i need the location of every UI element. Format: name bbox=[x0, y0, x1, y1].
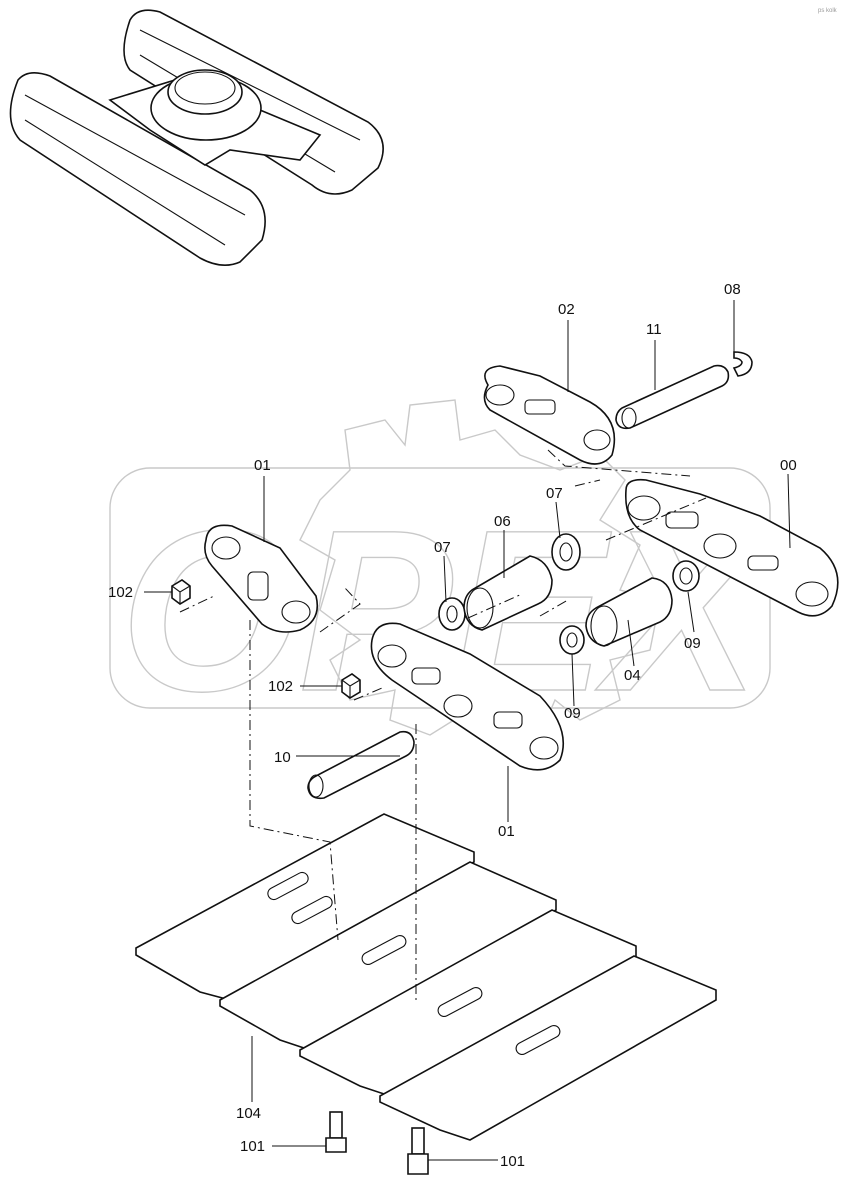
shoe-4 bbox=[379, 955, 717, 1141]
callout-102-mid: 102 bbox=[268, 678, 293, 695]
callout-01-bottom: 01 bbox=[498, 823, 515, 840]
callout-00: 00 bbox=[780, 457, 797, 474]
callout-102-top: 102 bbox=[108, 584, 133, 601]
track-link-assembly bbox=[624, 478, 839, 617]
watermark-gear-outline bbox=[299, 399, 661, 741]
leader-lines bbox=[144, 300, 791, 1161]
callout-101-left: 101 bbox=[240, 1138, 265, 1155]
master-bushing bbox=[463, 555, 553, 631]
assembly-lines bbox=[179, 449, 707, 1000]
callout-07-left: 07 bbox=[434, 539, 451, 556]
callout-09-mid: 09 bbox=[564, 705, 581, 722]
nut-top bbox=[171, 579, 191, 605]
callout-01-top: 01 bbox=[254, 457, 271, 474]
callout-07-right: 07 bbox=[546, 485, 563, 502]
link-center bbox=[370, 622, 564, 771]
link-upper bbox=[204, 524, 319, 633]
spacer-07-right bbox=[551, 533, 581, 571]
spacer-07-left bbox=[438, 597, 466, 631]
snap-ring bbox=[732, 351, 753, 377]
callout-09-right: 09 bbox=[684, 635, 701, 652]
callout-04: 04 bbox=[624, 667, 641, 684]
callout-11: 11 bbox=[646, 321, 662, 338]
callout-10: 10 bbox=[274, 749, 291, 766]
callout-06: 06 bbox=[494, 513, 511, 530]
shoe-slots bbox=[267, 871, 561, 1056]
pin bbox=[307, 730, 415, 800]
corner-mark: ps kolk bbox=[818, 8, 838, 14]
bushing bbox=[585, 577, 673, 647]
front-track-frame bbox=[9, 72, 266, 266]
shoe-bolt-right bbox=[407, 1127, 429, 1175]
callout-labels: 02 08 11 00 01 07 06 07 102 102 09 04 09… bbox=[108, 281, 797, 1170]
nut-mid bbox=[341, 673, 361, 699]
callout-101-right: 101 bbox=[500, 1153, 525, 1170]
callout-104: 104 bbox=[236, 1105, 261, 1122]
track-shoes bbox=[135, 813, 717, 1141]
callout-08: 08 bbox=[724, 281, 741, 298]
seal-09-right bbox=[672, 560, 700, 592]
callout-02: 02 bbox=[558, 301, 575, 318]
swing-bearing-top bbox=[167, 69, 243, 115]
seal-09-mid bbox=[559, 625, 585, 655]
undercarriage-overview bbox=[9, 9, 384, 266]
master-link bbox=[483, 365, 616, 465]
shoe-bolt-left bbox=[325, 1111, 347, 1153]
master-pin bbox=[615, 364, 730, 430]
